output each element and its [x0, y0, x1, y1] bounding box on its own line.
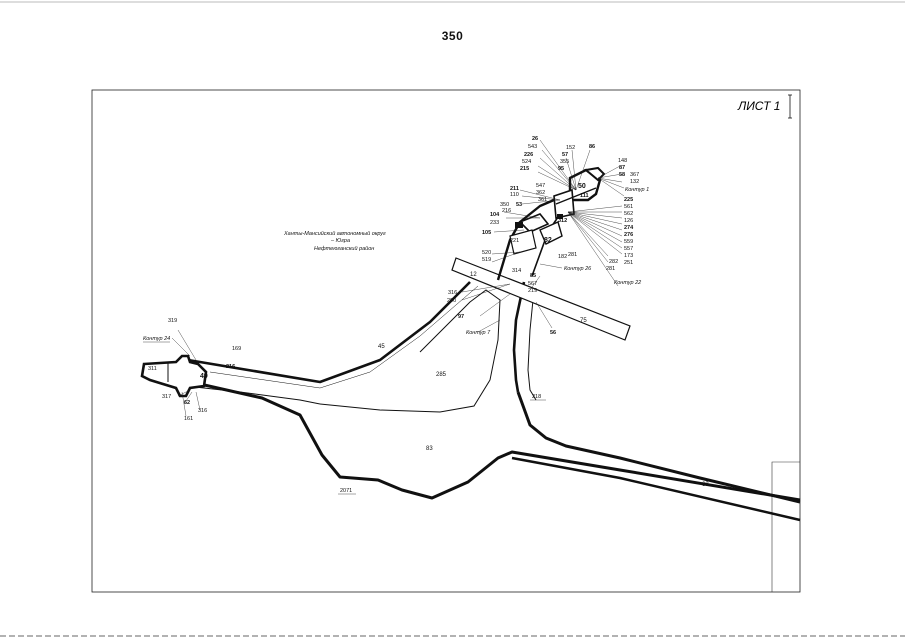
label-316-west: 316: [198, 408, 207, 414]
label-226: 226: [524, 152, 533, 158]
label-26: 26: [532, 136, 538, 142]
label-285: 285: [436, 372, 447, 378]
label-361: 361: [538, 197, 547, 203]
page-number: 350: [441, 29, 464, 43]
sheet-label: ЛИСТ 1: [737, 99, 780, 113]
label-182: 182: [558, 254, 567, 260]
label-75: 75: [580, 318, 587, 324]
road-lower-edge: [511, 456, 801, 522]
label-216-west: 216: [226, 364, 235, 370]
label-316: 316: [448, 290, 457, 296]
label-367: 367: [630, 172, 639, 178]
label-317: 317: [162, 394, 171, 400]
label-110: 110: [510, 192, 519, 198]
label-45: 45: [378, 344, 385, 350]
label-57: 57: [562, 152, 568, 158]
label-251: 251: [624, 260, 633, 266]
label-53: 53: [516, 202, 522, 208]
label-104: 104: [490, 212, 500, 218]
label-225: 225: [624, 197, 633, 203]
label-311: 311: [148, 366, 157, 372]
label-524: 524: [522, 159, 531, 165]
label-95: 95: [558, 166, 564, 172]
label-63: 63: [702, 482, 709, 488]
road-parcel-83-boundary: [199, 382, 801, 504]
label-218: 218: [532, 394, 541, 400]
label-83: 83: [426, 446, 433, 452]
label-82: 82: [544, 237, 552, 244]
parcel-cluster-ne: [509, 166, 606, 255]
label-85: 85: [530, 273, 536, 279]
label-561: 561: [624, 204, 633, 210]
legend-line-1: Ханты-Мансийский автономный округ: [283, 230, 386, 237]
label-58: 58: [619, 172, 625, 178]
label-562: 562: [624, 211, 633, 217]
label-152: 152: [566, 145, 575, 151]
label-62: 62: [184, 400, 190, 406]
label-559: 559: [624, 239, 633, 245]
parcel-285-outline: [319, 289, 501, 413]
label-350: 350: [500, 202, 509, 208]
label-519: 519: [482, 257, 491, 263]
label-520: 520: [482, 250, 491, 256]
label-215: 215: [520, 166, 529, 172]
label-567: 567: [528, 281, 537, 287]
label-216: 216: [502, 208, 511, 214]
label-kontur-22: Контур 22: [614, 280, 641, 286]
label-355: 355: [560, 159, 569, 165]
label-211: 211: [510, 186, 519, 192]
label-281b: 281: [606, 266, 615, 272]
label-2071: 2071: [340, 488, 352, 494]
legend-line-3: Нефтеюганский район: [314, 245, 374, 252]
label-276: 276: [624, 232, 633, 238]
label-314: 314: [512, 268, 521, 274]
label-547: 547: [536, 183, 545, 189]
inset-frame: [771, 461, 800, 592]
label-161: 161: [184, 416, 193, 422]
crossing-road-bar: [451, 257, 631, 341]
label-87: 87: [619, 165, 625, 171]
label-221: 221: [510, 238, 519, 244]
leader-lines: [171, 139, 625, 417]
label-319: 319: [168, 318, 177, 324]
label-169: 169: [232, 346, 241, 352]
label-49: 49: [200, 373, 208, 380]
label-126: 126: [624, 218, 633, 224]
label-50: 50: [578, 183, 586, 190]
label-56: 56: [550, 330, 556, 336]
label-282: 282: [609, 259, 618, 265]
label-132: 132: [630, 179, 639, 185]
label-kontur-7: Контур 7: [466, 330, 491, 336]
label-362: 362: [536, 190, 545, 196]
label-kontur-26: Контур 26: [564, 266, 592, 272]
label-233: 233: [490, 220, 499, 226]
label-111: 111: [580, 193, 589, 199]
label-173: 173: [624, 253, 633, 259]
label-kontur-1: Контур 1: [625, 187, 649, 193]
sheet-frame: [91, 89, 801, 593]
legend-line-2: – Югра: [330, 238, 350, 244]
label-274: 274: [624, 225, 634, 231]
label-219: 219: [528, 288, 537, 294]
road-west-segment: [185, 281, 479, 405]
label-148: 148: [618, 158, 627, 164]
label-kontur-24: Контур 24: [143, 336, 170, 342]
label-200: 200: [447, 298, 456, 304]
label-12: 12: [470, 272, 477, 278]
label-86: 86: [589, 144, 595, 150]
road-north-south: [512, 281, 537, 401]
label-281: 281: [568, 252, 577, 258]
label-543: 543: [528, 144, 537, 150]
label-312: 312: [558, 218, 567, 224]
label-557: 557: [624, 246, 633, 252]
label-105: 105: [482, 230, 491, 236]
label-97: 97: [458, 314, 464, 320]
parcel-49: [140, 354, 208, 398]
